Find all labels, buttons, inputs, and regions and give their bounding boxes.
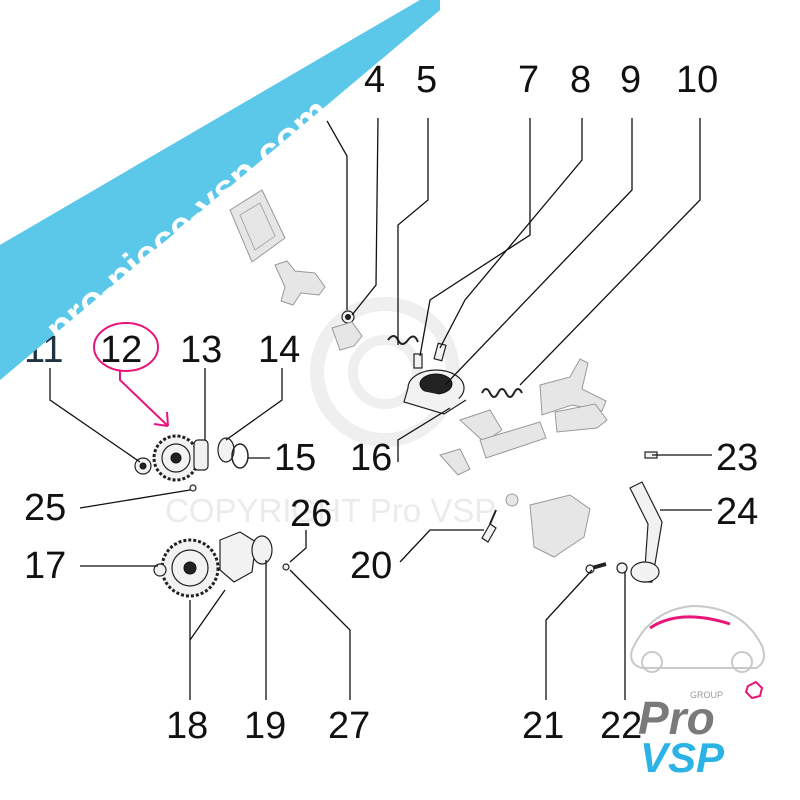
bolt-20-thread [489,509,497,525]
leader-11 [49,368,141,463]
callout-15: 15 [274,437,316,479]
arm-24 [629,481,663,583]
highlight-arrow-line [119,371,169,427]
logo-group-text: GROUP [690,690,723,700]
leader-7 [419,118,531,357]
callout-21: 21 [522,705,564,747]
callout-5: 5 [416,59,437,101]
banner-band [0,0,440,380]
callout-26: 26 [290,493,332,535]
logo-vsp-text: VSP [640,734,725,781]
watermark-text: COPYRIGHT Pro VSP [165,492,496,529]
callout-13: 13 [180,329,222,371]
callout-22: 22 [600,705,642,747]
leader-5 [397,118,429,345]
car-wheel-left [641,651,663,673]
callout-8: 8 [570,59,591,101]
screw-8 [433,342,447,362]
rack [479,421,547,459]
watermark-ring [310,297,460,447]
ring-15 [231,443,249,469]
leader-16 [397,407,451,462]
lever-plate [331,321,363,351]
callout-9: 9 [620,59,641,101]
callout-16: 16 [350,437,392,479]
leader-4 [351,117,379,316]
gear-12 [152,434,200,482]
gear-17 [160,538,220,598]
spring-5 [387,335,419,345]
gear-housing [529,494,591,558]
highlight-arrow-head [153,411,169,427]
lever-right-2 [554,403,608,433]
washer-22 [616,562,628,574]
callout-25: 25 [24,487,66,529]
leader-26 [289,530,307,563]
spring-10 [481,388,523,398]
callout-27: 27 [328,705,370,747]
nut-17 [153,563,167,577]
leader-25 [79,489,191,509]
callout-14: 14 [258,329,300,371]
logo-pro-text: Pro [638,692,715,744]
car-wheel-right [731,651,753,673]
callout-7: 7 [518,59,539,101]
callout-20: 20 [350,545,392,587]
leader-10 [519,118,701,386]
car-body-outline [630,604,765,669]
site-banner: pro-piece-vsp.com [0,0,440,380]
leader-21 [545,569,593,700]
callout-12: 12 [100,329,142,371]
leader-20 [399,529,484,563]
lever-right [539,358,607,416]
callout-10: 10 [676,59,718,101]
leader-9 [444,118,633,386]
block [459,409,503,443]
leader-3 [321,111,348,310]
cover-plate [229,189,286,263]
logo-hex-icon [744,680,764,700]
callout-17: 17 [24,545,66,587]
leader-8 [439,118,583,349]
pin-7 [413,353,423,369]
cam-18 [219,531,257,583]
callout-19: 19 [244,705,286,747]
highlight-12 [93,322,169,427]
callout-24: 24 [716,491,758,533]
callout-4: 4 [364,59,385,101]
washer-14 [217,437,235,463]
leader-18 [189,589,226,700]
watermark-ring-inner [348,335,422,409]
washer-lower [505,493,519,507]
watermark: COPYRIGHT Pro VSP [165,297,496,529]
highlight-ring [93,322,159,372]
nut-3-hole [345,314,351,320]
car-roof-line [649,615,731,630]
clip [439,448,471,476]
brand-logo: GROUP Pro VSP [630,604,765,781]
callout-18: 18 [166,705,208,747]
bushing-19 [251,535,273,565]
callout-23: 23 [716,437,758,479]
leader-14 [225,368,283,441]
nut-11-hole [139,462,147,470]
bolt-21 [591,562,607,570]
shaft-13 [193,439,209,471]
link-lever [274,260,326,306]
bolt-20 [481,523,497,543]
leader-lines [49,111,712,700]
ball-25 [189,484,197,492]
pin-27 [282,563,290,571]
leader-27 [289,569,351,700]
arm-24-foot [630,561,660,583]
